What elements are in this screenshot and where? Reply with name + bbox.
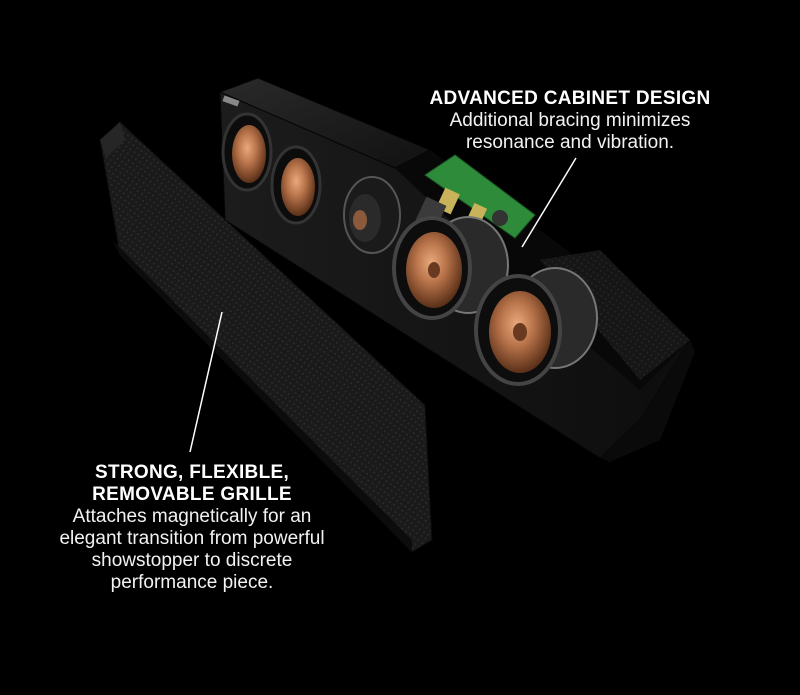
grille-callout-heading-line-2: REMOVABLE GRILLE — [92, 484, 292, 505]
tweeter-exploded — [343, 176, 401, 254]
cabinet-callout-text-line-2: resonance and vibration. — [465, 132, 675, 153]
grille-callout-text-line-1: Attaches magnetically for an — [72, 506, 312, 527]
grille-panel — [99, 121, 433, 553]
cabinet-callout-heading: ADVANCED CABINET DESIGN — [429, 88, 711, 109]
grille-callout-text-line-2: elegant transition from powerful — [59, 528, 325, 549]
woofer-mounted-2 — [270, 145, 322, 225]
cabinet-leader-line — [521, 157, 577, 248]
grille-callout-text-line-3: showstopper to discrete — [91, 550, 293, 571]
woofer-mounted-1 — [221, 112, 273, 192]
cabinet-callout: ADVANCED CABINET DESIGN Additional braci… — [420, 88, 720, 154]
grille-callout-heading-line-1: STRONG, FLEXIBLE, — [94, 462, 290, 483]
woofer-exploded-1 — [392, 216, 509, 320]
grille-leader-line — [189, 311, 223, 453]
grille-callout-text-line-4: performance piece. — [110, 572, 274, 593]
grille-callout: STRONG, FLEXIBLE, REMOVABLE GRILLE Attac… — [36, 462, 348, 594]
crossover-circuit-board — [415, 154, 536, 239]
woofer-exploded-2 — [474, 267, 598, 386]
cabinet-callout-text-line-1: Additional bracing minimizes — [449, 110, 691, 131]
